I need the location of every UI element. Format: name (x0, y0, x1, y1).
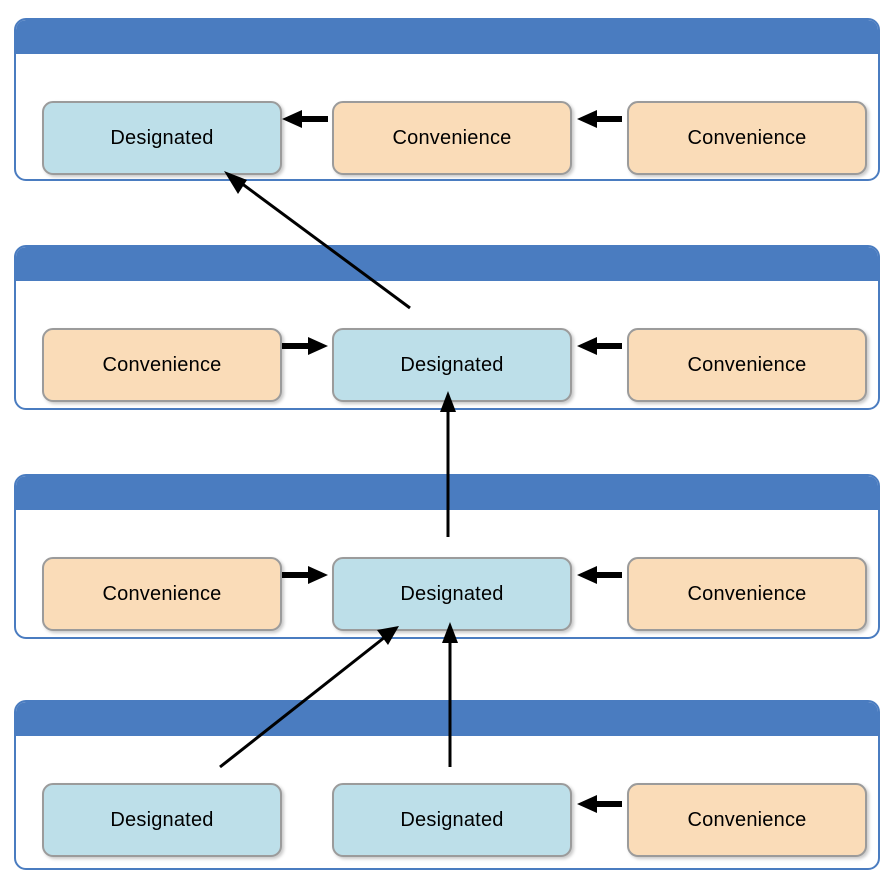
node-convenience[interactable]: Convenience (627, 328, 867, 402)
swimlane-2-header (16, 247, 878, 281)
node-convenience[interactable]: Convenience (627, 783, 867, 857)
node-designated[interactable]: Designated (332, 783, 572, 857)
node-designated[interactable]: Designated (42, 101, 282, 175)
node-label: Convenience (687, 808, 807, 831)
node-label: Designated (110, 808, 214, 831)
node-label: Convenience (102, 353, 222, 376)
swimlane-2[interactable]: Convenience Designated Convenience (14, 245, 880, 410)
node-label: Convenience (687, 582, 807, 605)
swimlane-3[interactable]: Convenience Designated Convenience (14, 474, 880, 639)
node-label: Convenience (687, 126, 807, 149)
node-designated[interactable]: Designated (332, 328, 572, 402)
swimlane-4[interactable]: Designated Designated Convenience (14, 700, 880, 870)
node-label: Designated (400, 808, 504, 831)
swimlane-4-body: Designated Designated Convenience (16, 736, 878, 868)
swimlane-4-header (16, 702, 878, 736)
node-designated[interactable]: Designated (42, 783, 282, 857)
node-label: Designated (400, 582, 504, 605)
node-label: Convenience (687, 353, 807, 376)
node-label: Designated (400, 353, 504, 376)
swimlane-1-header (16, 20, 878, 54)
node-convenience[interactable]: Convenience (42, 557, 282, 631)
swimlane-1-body: Designated Convenience Convenience (16, 54, 878, 179)
node-designated[interactable]: Designated (332, 557, 572, 631)
node-label: Convenience (102, 582, 222, 605)
node-convenience[interactable]: Convenience (332, 101, 572, 175)
node-label: Convenience (392, 126, 512, 149)
swimlane-3-header (16, 476, 878, 510)
node-convenience[interactable]: Convenience (627, 101, 867, 175)
node-convenience[interactable]: Convenience (627, 557, 867, 631)
node-convenience[interactable]: Convenience (42, 328, 282, 402)
swimlane-1[interactable]: Designated Convenience Convenience (14, 18, 880, 181)
swimlane-3-body: Convenience Designated Convenience (16, 510, 878, 637)
swimlane-2-body: Convenience Designated Convenience (16, 281, 878, 408)
node-label: Designated (110, 126, 214, 149)
